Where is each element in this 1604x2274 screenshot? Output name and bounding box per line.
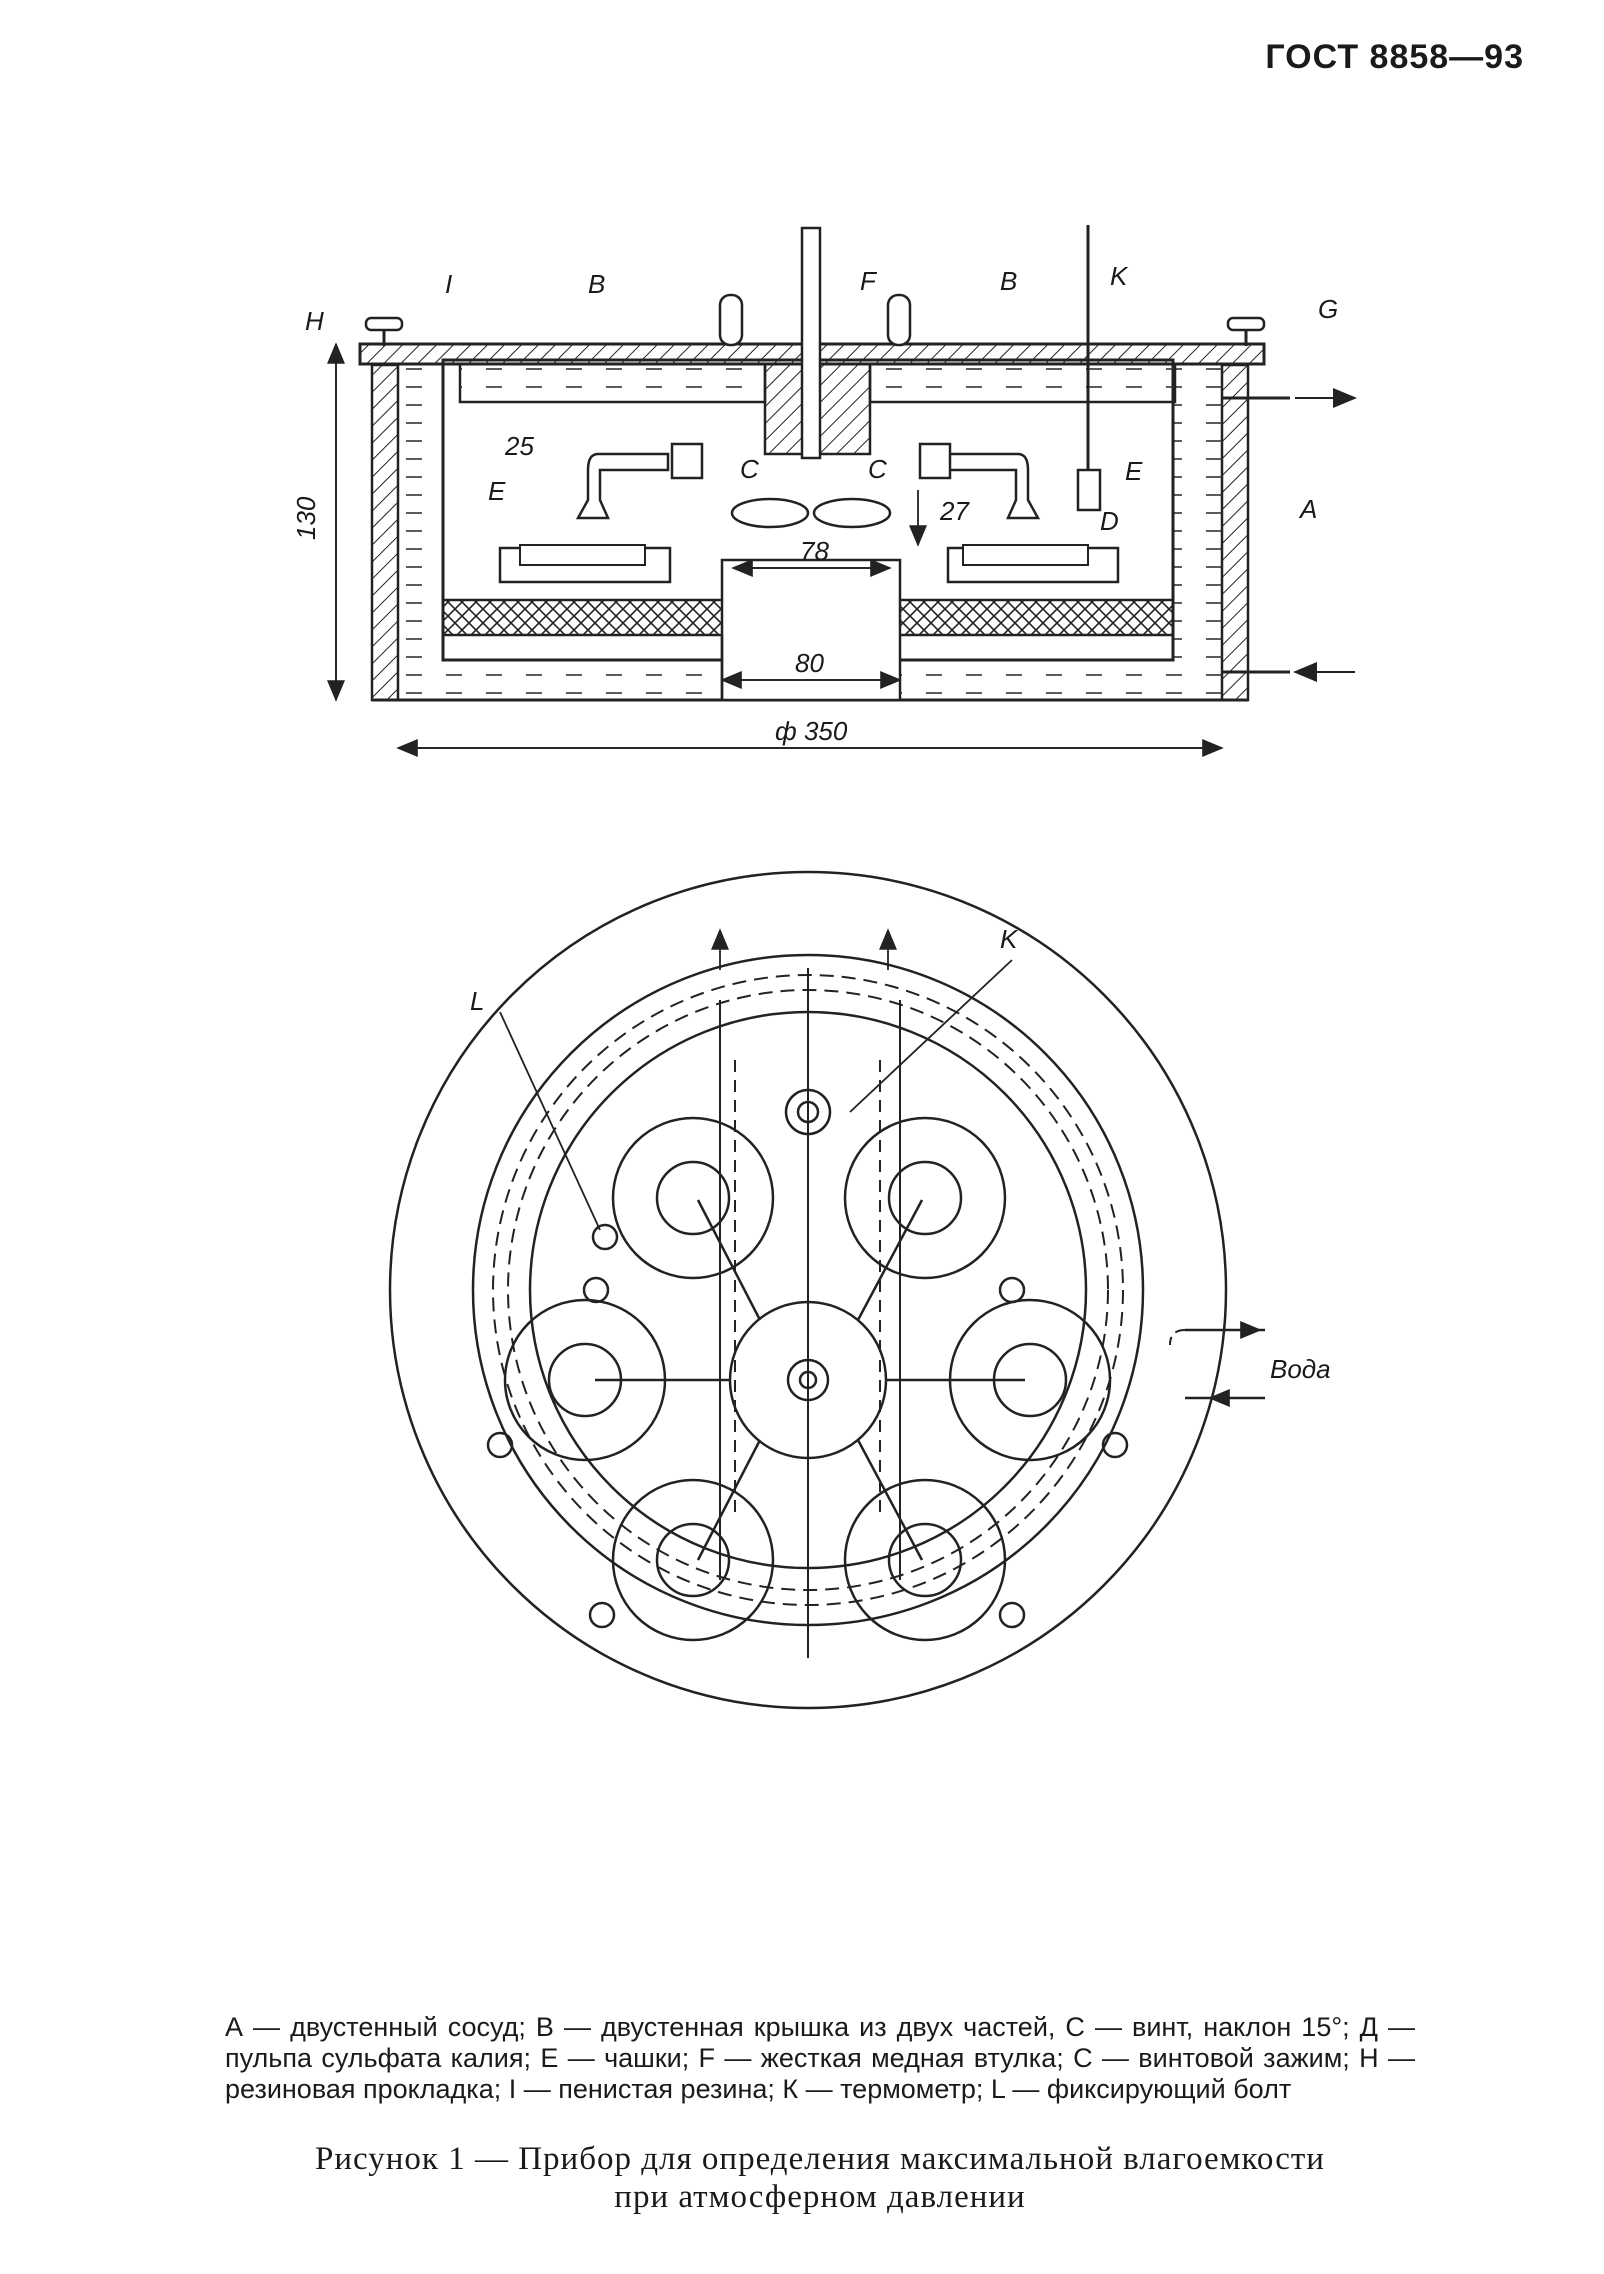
label-78: 78 [800,536,829,566]
label-80: 80 [795,648,824,678]
label-25: 25 [504,431,534,461]
label-b2: B [1000,266,1017,296]
label-l: L [470,986,484,1016]
label-k-plan: K [1000,924,1019,954]
figure-legend: А — двустенный сосуд; В — двустенная кры… [225,2012,1415,2104]
label-d350: ф 350 [775,716,848,746]
label-f: F [860,266,878,296]
label-water: Вода [1270,1354,1331,1384]
label-k: K [1110,261,1129,291]
label-e1: E [488,476,506,506]
label-a: A [1298,494,1317,524]
label-d: D [1100,506,1119,536]
figure-title: Рисунок 1 — Прибор для определения макси… [225,2140,1415,2216]
label-c1: C [740,454,759,484]
figure-title-line-2: при атмосферном давлении [614,2179,1026,2215]
label-i: I [445,269,452,299]
plan-view-drawing [388,870,1265,1710]
lid-b [358,225,1357,682]
label-b: B [588,269,605,299]
figure-title-line-1: Рисунок 1 — Прибор для определения макси… [315,2141,1325,2177]
page-header: ГОСТ 8858—93 [1265,38,1524,76]
label-c2: C [868,454,887,484]
label-130: 130 [291,496,321,540]
label-h: H [305,306,324,336]
nozzles-and-cups [498,442,1120,584]
dimensions [327,342,1224,757]
label-e2: E [1125,456,1143,486]
label-g: G [1318,294,1338,324]
label-27: 27 [939,496,970,526]
